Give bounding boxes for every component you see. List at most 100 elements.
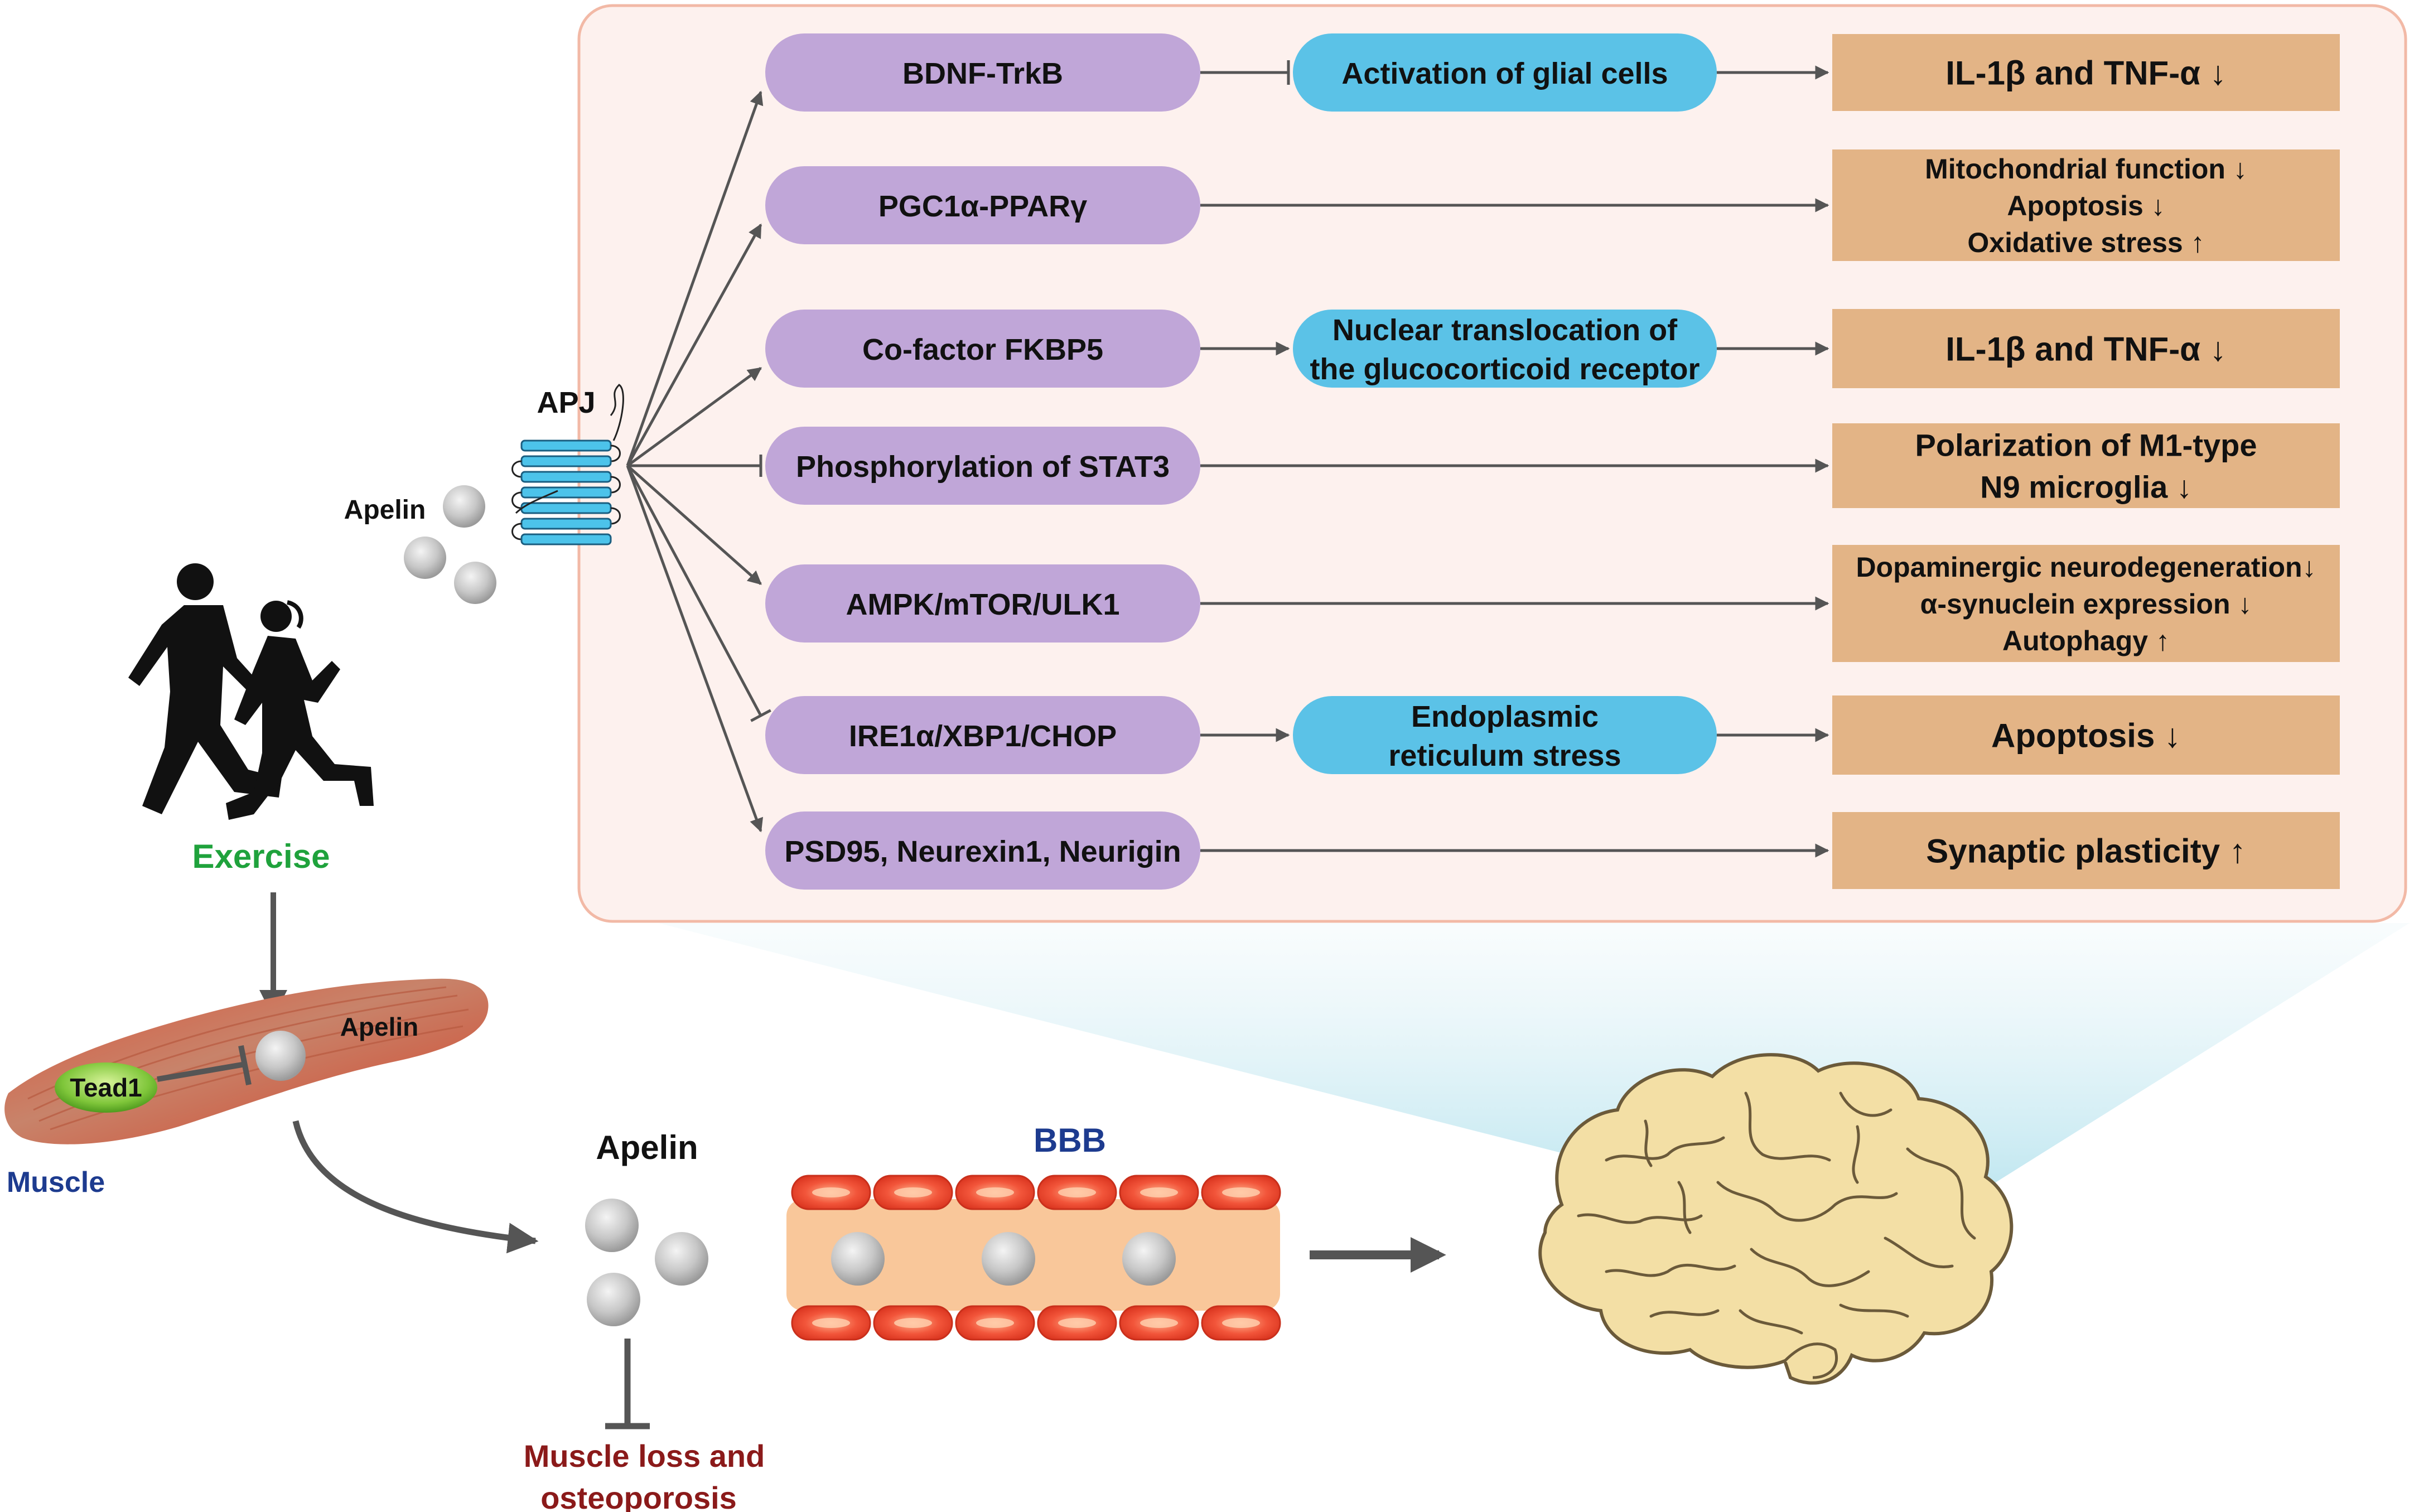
cell-nucleus	[1140, 1187, 1178, 1197]
apj-signal-line	[626, 465, 762, 717]
cell-nucleus	[1058, 1318, 1096, 1328]
pathway-pill	[765, 811, 1200, 890]
cell-nucleus	[812, 1187, 850, 1197]
mediator-pill	[1293, 33, 1717, 112]
apelin-molecule	[404, 537, 446, 579]
muscle-label: Muscle	[7, 1166, 105, 1199]
outcome-label: N9 microglia ↓	[1980, 470, 2192, 505]
apelin-molecule	[655, 1232, 708, 1286]
muscle-to-apelin-arrow	[292, 1120, 539, 1254]
apj-helix	[520, 439, 612, 452]
mediator-label: reticulum stress	[1388, 739, 1621, 772]
endothelial-cells	[791, 1175, 1281, 1341]
apelin-molecule	[585, 1199, 639, 1252]
apelin-molecule	[831, 1232, 885, 1286]
pathway-pill	[765, 427, 1200, 505]
apj-helix	[520, 486, 612, 499]
outcome-box	[1832, 34, 2340, 111]
apj-receptor	[511, 384, 624, 545]
cell-nucleus	[976, 1318, 1014, 1328]
mediator-pill	[1293, 696, 1717, 774]
outcome-box	[1832, 695, 2340, 775]
pathway-row: Co-factor FKBP5 Nuclear translocation of t…	[765, 309, 2340, 388]
tead1-label: Tead1	[70, 1073, 142, 1102]
circulating-apelin-label: Apelin	[596, 1129, 698, 1166]
apj-signal-lines	[626, 90, 771, 833]
apelin-molecule	[587, 1273, 640, 1326]
apj-loop	[511, 491, 522, 509]
apj-inhibition-bar	[750, 709, 771, 722]
outcome-box	[1832, 149, 2340, 261]
outcome-box	[1832, 545, 2340, 662]
cell-nucleus	[1222, 1318, 1260, 1328]
pathway-label: AMPK/mTOR/ULK1	[846, 588, 1119, 621]
cell-nucleus	[1058, 1187, 1096, 1197]
apj-loop	[511, 523, 522, 540]
pathway-pill	[765, 310, 1200, 388]
apelin-molecule	[443, 485, 485, 528]
apj-loop	[511, 460, 522, 478]
bbb-label: BBB	[1034, 1122, 1106, 1159]
apelin-molecule	[1122, 1232, 1176, 1286]
apj-label: APJ	[537, 386, 595, 419]
apj-signal-line	[626, 465, 764, 833]
apj-signal-line	[626, 366, 762, 467]
cell-nucleus	[894, 1318, 932, 1328]
apelin-receptor-label: Apelin	[344, 495, 426, 525]
muscle-apelin-molecule	[255, 1031, 306, 1081]
apelin-molecule	[982, 1232, 1035, 1286]
outcome-label: Mitochondrial function ↓	[1925, 153, 2247, 185]
outcome-box	[1832, 423, 2340, 508]
apj-loop	[610, 476, 621, 494]
outcome-box	[1832, 812, 2340, 889]
apj-signal-line	[626, 223, 762, 467]
outcome-label: Apoptosis ↓	[1991, 717, 2181, 755]
pathway-pill	[765, 166, 1200, 244]
runners-icon	[128, 563, 374, 820]
pathway-label: PSD95, Neurexin1, Neurigin	[784, 835, 1181, 868]
cell-nucleus	[976, 1187, 1014, 1197]
outcome-label: Polarization of M1-type	[1915, 428, 2257, 463]
mediator-label: Activation of glial cells	[1341, 57, 1668, 90]
outcome-label: IL-1β and TNF-α ↓	[1945, 331, 2226, 368]
tead1-inhibition-bar	[238, 1045, 252, 1085]
outcome-box	[1832, 309, 2340, 388]
pathway-label: PGC1α-PPARγ	[878, 190, 1087, 223]
cell-nucleus	[812, 1318, 850, 1328]
apj-helix	[520, 455, 612, 467]
apj-signal-line	[626, 465, 762, 585]
apj-signal-line	[626, 90, 764, 466]
outcome-label: Autophagy ↑	[2002, 625, 2170, 656]
pathway-connectors	[1200, 60, 1829, 858]
highlight-beam	[658, 923, 2410, 1199]
outcome-label: Apoptosis ↓	[2007, 190, 2165, 221]
pathway-row: PGC1α-PPARγ Mitochondrial function ↓ Apopt…	[765, 149, 2340, 261]
tead1-node	[55, 1062, 157, 1113]
mediator-label: Endoplasmic	[1411, 700, 1599, 733]
pathway-label: IRE1α/XBP1/CHOP	[849, 719, 1117, 753]
apj-helix	[520, 533, 612, 545]
mediator-pill	[1293, 310, 1717, 388]
apelin-molecule	[454, 562, 496, 604]
apj-loop	[610, 445, 621, 462]
tead1-inhibition	[157, 1061, 246, 1082]
pathway-row: IRE1α/XBP1/CHOP Endoplasmic reticulum stre…	[765, 695, 2340, 775]
pathway-pill	[765, 564, 1200, 643]
pathway-row: Phosphorylation of STAT3 Polarization of …	[765, 423, 2340, 508]
apj-loop	[610, 507, 621, 525]
outcome-label: Synaptic plasticity ↑	[1926, 833, 2246, 870]
apj-helix	[520, 502, 612, 514]
pathway-pill	[765, 33, 1200, 112]
pathway-pill	[765, 696, 1200, 774]
cell-nucleus	[1140, 1318, 1178, 1328]
outcome-label: Dopaminergic neurodegeneration↓	[1856, 552, 2316, 583]
cell-nucleus	[894, 1187, 932, 1197]
outcome-label: IL-1β and TNF-α ↓	[1945, 55, 2226, 92]
mediator-label: Nuclear translocation of	[1332, 313, 1678, 347]
mediator-label: the glucocorticoid receptor	[1310, 352, 1700, 386]
pathway-label: Co-factor FKBP5	[862, 333, 1103, 366]
pathway-label: Phosphorylation of STAT3	[796, 450, 1170, 484]
